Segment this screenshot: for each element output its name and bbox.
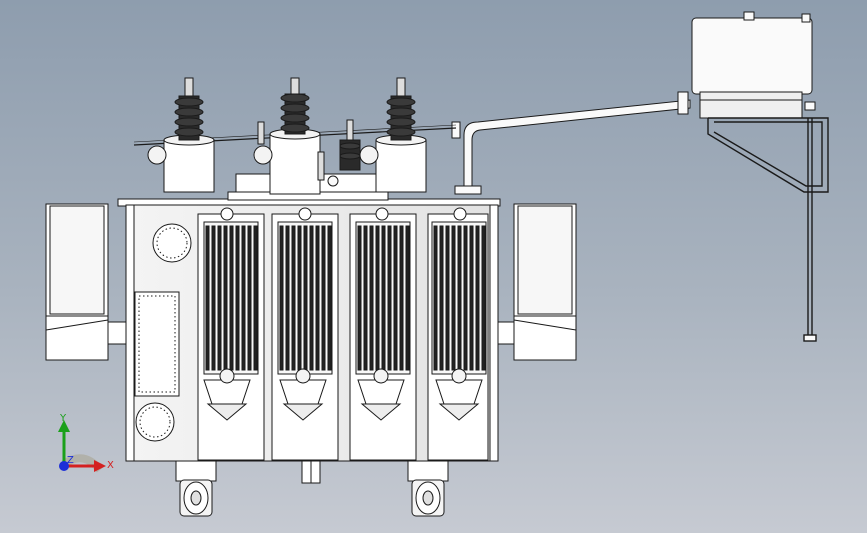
bushing-c xyxy=(359,77,427,193)
bushing-a xyxy=(147,77,215,193)
radiator-1 xyxy=(197,207,265,461)
x-axis-arrow: X xyxy=(64,460,114,472)
z-axis-marker: Z xyxy=(59,455,74,471)
y-axis-arrow: Y xyxy=(58,413,70,464)
hv-bushings xyxy=(147,77,427,195)
lv-bushing xyxy=(257,119,361,187)
radiator-3 xyxy=(349,207,417,461)
axis-triad: Y X Z xyxy=(58,413,114,473)
x-axis-label: X xyxy=(107,460,114,471)
bushing-b xyxy=(253,77,321,195)
radiator-4 xyxy=(427,207,489,461)
conservator-tank xyxy=(691,11,816,119)
conservator-pipe xyxy=(451,91,691,195)
base-wheels xyxy=(175,460,449,517)
y-axis-label: Y xyxy=(59,413,67,424)
radiator-2 xyxy=(271,207,339,461)
z-axis-label: Z xyxy=(67,455,74,466)
radiator-banks xyxy=(197,207,489,461)
side-cooler-left xyxy=(45,203,137,361)
side-cooler-right xyxy=(489,203,577,361)
conservator-bracket xyxy=(707,117,829,342)
